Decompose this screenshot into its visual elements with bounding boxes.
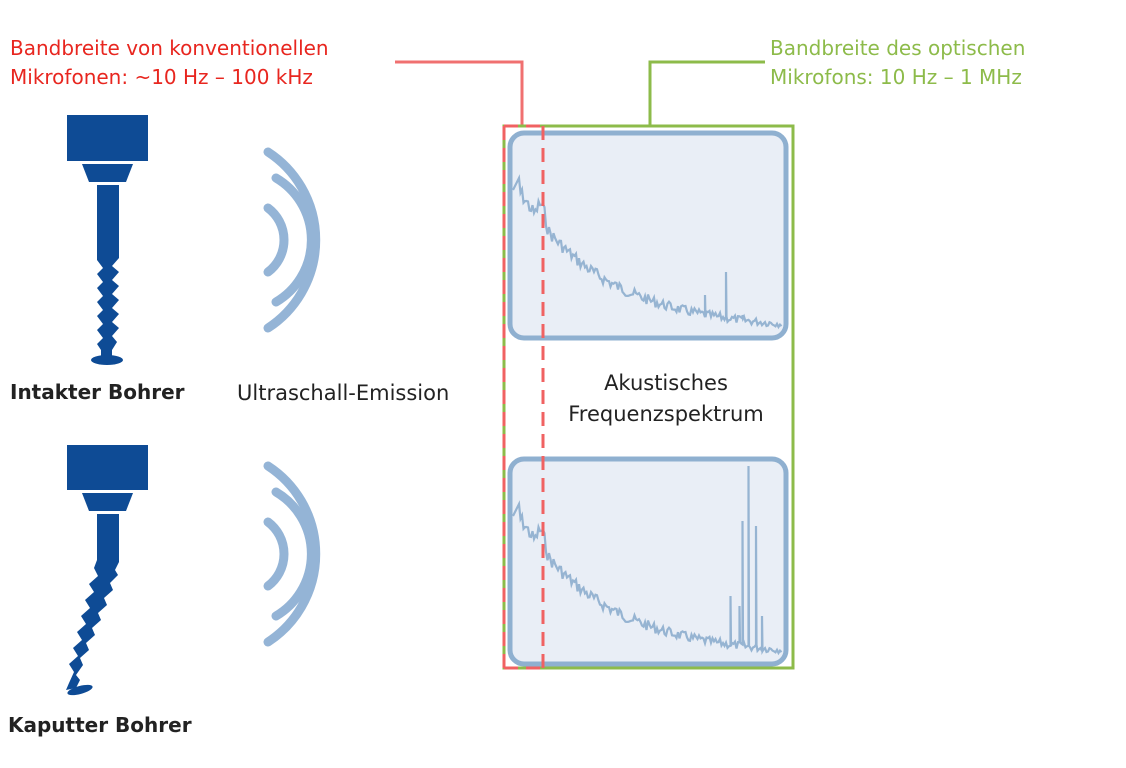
- optical-bandwidth-label: Bandbreite des optischen Mikrofons: 10 H…: [770, 34, 1025, 92]
- spectrum-label: Akustisches Frequenzspektrum: [566, 368, 766, 430]
- ultrasound-wave-icon-bottom: [263, 461, 321, 647]
- conventional-bandwidth-label: Bandbreite von konventionellen Mikrofone…: [10, 34, 329, 92]
- intact-drill-icon: [67, 115, 148, 365]
- spectrum-label-line2: Frequenzspektrum: [568, 402, 764, 426]
- spectrum-panel-broken: [507, 456, 789, 667]
- optical-label-line2: Mikrofons: 10 Hz – 1 MHz: [770, 65, 1022, 89]
- ultrasound-wave-icon-top: [263, 147, 321, 333]
- optical-connector: [648, 60, 765, 125]
- spectrum-line-intact: [512, 174, 783, 330]
- emission-label: Ultraschall-Emission: [237, 381, 450, 405]
- conventional-label-line1: Bandbreite von konventionellen: [10, 36, 329, 60]
- spectrum-line-broken: [512, 465, 783, 656]
- intact-drill-label: Intakter Bohrer: [10, 380, 185, 404]
- optical-label-line1: Bandbreite des optischen: [770, 36, 1026, 60]
- conventional-label-line2: Mikrofonen: ~10 Hz – 100 kHz: [10, 65, 313, 89]
- spectrum-panel-intact: [507, 130, 789, 341]
- broken-drill-icon: [66, 445, 148, 696]
- broken-drill-label: Kaputter Bohrer: [8, 713, 192, 737]
- conventional-connector: [395, 60, 524, 125]
- spectrum-label-line1: Akustisches: [604, 371, 728, 395]
- conventional-bandwidth-box: [502, 124, 545, 670]
